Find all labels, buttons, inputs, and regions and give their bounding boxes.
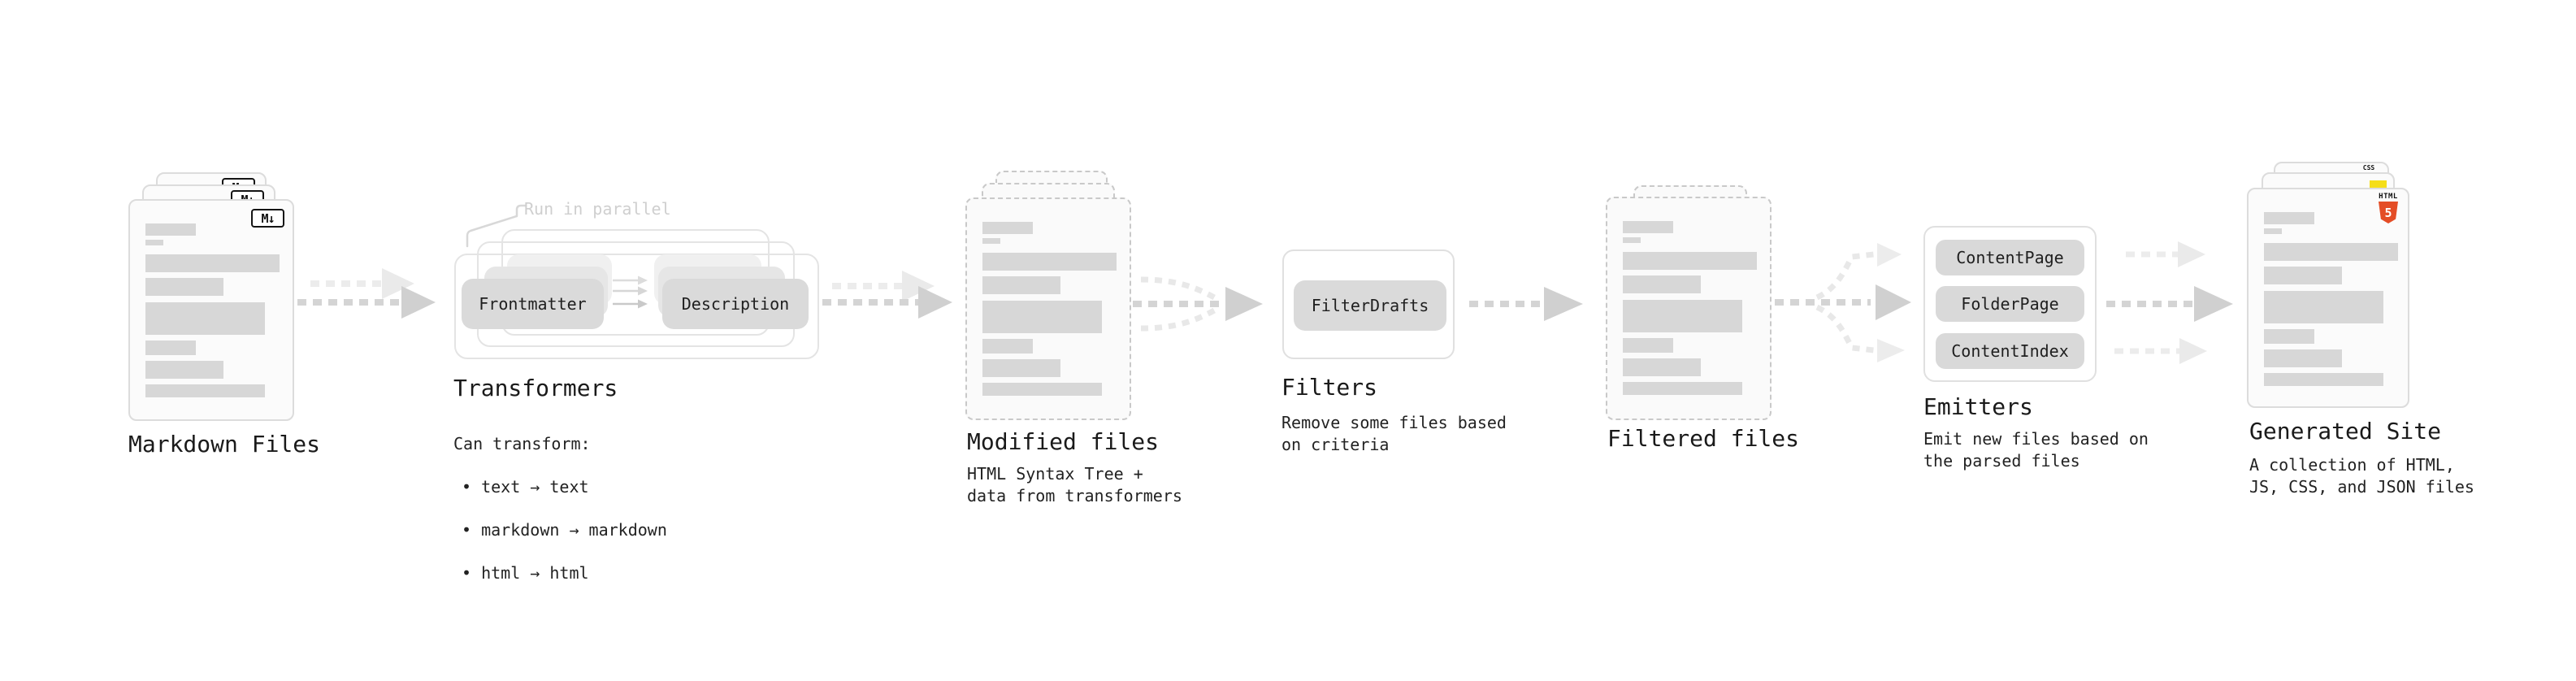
placeholder-text-bar [982, 339, 1033, 354]
placeholder-text-bar [982, 222, 1033, 234]
placeholder-text-bar [982, 276, 1060, 294]
arrow-transformers-to-modified [822, 271, 952, 319]
placeholder-text-bar [2264, 349, 2342, 367]
placeholder-text-bar [1623, 358, 1701, 376]
filtered-files-stack [1606, 185, 1772, 420]
placeholder-text-bar [145, 278, 223, 296]
placeholder-text-bar [1623, 252, 1757, 270]
markdown-files-label: Markdown Files [128, 431, 321, 458]
emitters-panel: ContentPage FolderPage ContentIndex [1923, 226, 2097, 382]
placeholder-text-bar [2264, 267, 2342, 284]
transformer-parallel-arrows [613, 275, 648, 309]
transform-bullet: • html → html [462, 562, 589, 583]
run-in-parallel-annotation: Run in parallel [524, 199, 671, 219]
placeholder-text-bar [145, 361, 223, 379]
file-content-placeholder [2264, 212, 2398, 397]
transform-bullet: • markdown → markdown [462, 519, 667, 540]
markdown-icon: M↓ [251, 209, 284, 228]
placeholder-text-bar [1623, 300, 1742, 332]
placeholder-text-bar [2264, 243, 2398, 261]
modified-files-description: HTML Syntax Tree + data from transformer… [967, 464, 1182, 505]
generated-site-label: Generated Site [2249, 418, 2442, 445]
placeholder-text-bar [982, 383, 1102, 396]
placeholder-text-bar [1623, 382, 1742, 395]
placeholder-text-bar [1623, 275, 1701, 293]
filterdrafts-box: FilterDrafts [1294, 280, 1446, 331]
placeholder-text-bar [145, 254, 280, 272]
file-content-placeholder [145, 223, 283, 410]
placeholder-text-bar [982, 238, 1000, 244]
modified-files-stack [965, 171, 1131, 420]
placeholder-text-bar [2264, 228, 2282, 234]
placeholder-text-bar [982, 359, 1060, 377]
placeholder-text-bar [145, 223, 196, 236]
folderpage-box: FolderPage [1936, 286, 2084, 322]
arrow-markdown-to-transformers [297, 268, 436, 319]
contentindex-box: ContentIndex [1936, 333, 2084, 369]
placeholder-text-bar [145, 384, 265, 397]
filtered-files-label: Filtered files [1607, 425, 1800, 452]
modified-files-label: Modified files [967, 428, 1160, 455]
modified-file-card-front [965, 197, 1131, 420]
html-file-card: HTML 5 [2247, 188, 2409, 408]
markdown-file-card-front: M↓ [128, 199, 294, 421]
placeholder-text-bar [982, 253, 1117, 271]
placeholder-text-bar [2264, 291, 2383, 323]
placeholder-text-bar [2264, 212, 2314, 224]
html5-icon-text: HTML [2379, 193, 2398, 201]
emitters-label: Emitters [1923, 393, 2033, 420]
filters-panel: FilterDrafts [1282, 249, 1455, 359]
filtered-file-card-front [1606, 197, 1772, 420]
placeholder-text-bar [2264, 373, 2383, 386]
description-box: Description [662, 279, 809, 329]
generated-site-stack: CSS HTML 5 [2247, 162, 2413, 410]
placeholder-text-bar [982, 301, 1102, 333]
arrow-filters-to-filtered [1469, 287, 1583, 321]
html5-icon: HTML 5 [2377, 193, 2400, 223]
arrow-filtered-to-emitters-fork [1775, 243, 1911, 362]
transformers-description: Can transform: • text → text • markdown … [453, 411, 667, 605]
filters-label: Filters [1281, 374, 1378, 401]
placeholder-text-bar [1623, 338, 1673, 353]
placeholder-text-bar [2264, 329, 2314, 344]
generated-site-description: A collection of HTML, JS, CSS, and JSON … [2249, 455, 2474, 497]
file-content-placeholder [982, 222, 1120, 409]
placeholder-text-bar [145, 302, 265, 335]
placeholder-text-bar [145, 240, 163, 245]
markdown-files-stack: M↓ M↓ M↓ [128, 172, 294, 421]
javascript-icon [2370, 180, 2387, 189]
arrow-modified-to-filters-merge [1133, 276, 1263, 332]
placeholder-text-bar [1623, 221, 1673, 233]
transform-bullet: • text → text [462, 476, 589, 497]
frontmatter-box: Frontmatter [462, 279, 604, 329]
annotation-callout-line [466, 204, 527, 248]
transformers-desc-heading: Can transform: [453, 433, 591, 453]
placeholder-text-bar [1623, 237, 1641, 243]
filters-description: Remove some files based on criteria [1281, 413, 1507, 454]
contentpage-box: ContentPage [1936, 240, 2084, 275]
placeholder-text-bar [145, 340, 196, 355]
file-content-placeholder [1623, 221, 1760, 409]
transformer-card-front [454, 254, 819, 359]
transformers-label: Transformers [453, 375, 618, 401]
css-icon-text: CSS [2362, 164, 2375, 171]
emitters-description: Emit new files based on the parsed files [1923, 429, 2149, 471]
arrow-emitters-to-generated [2106, 241, 2233, 364]
